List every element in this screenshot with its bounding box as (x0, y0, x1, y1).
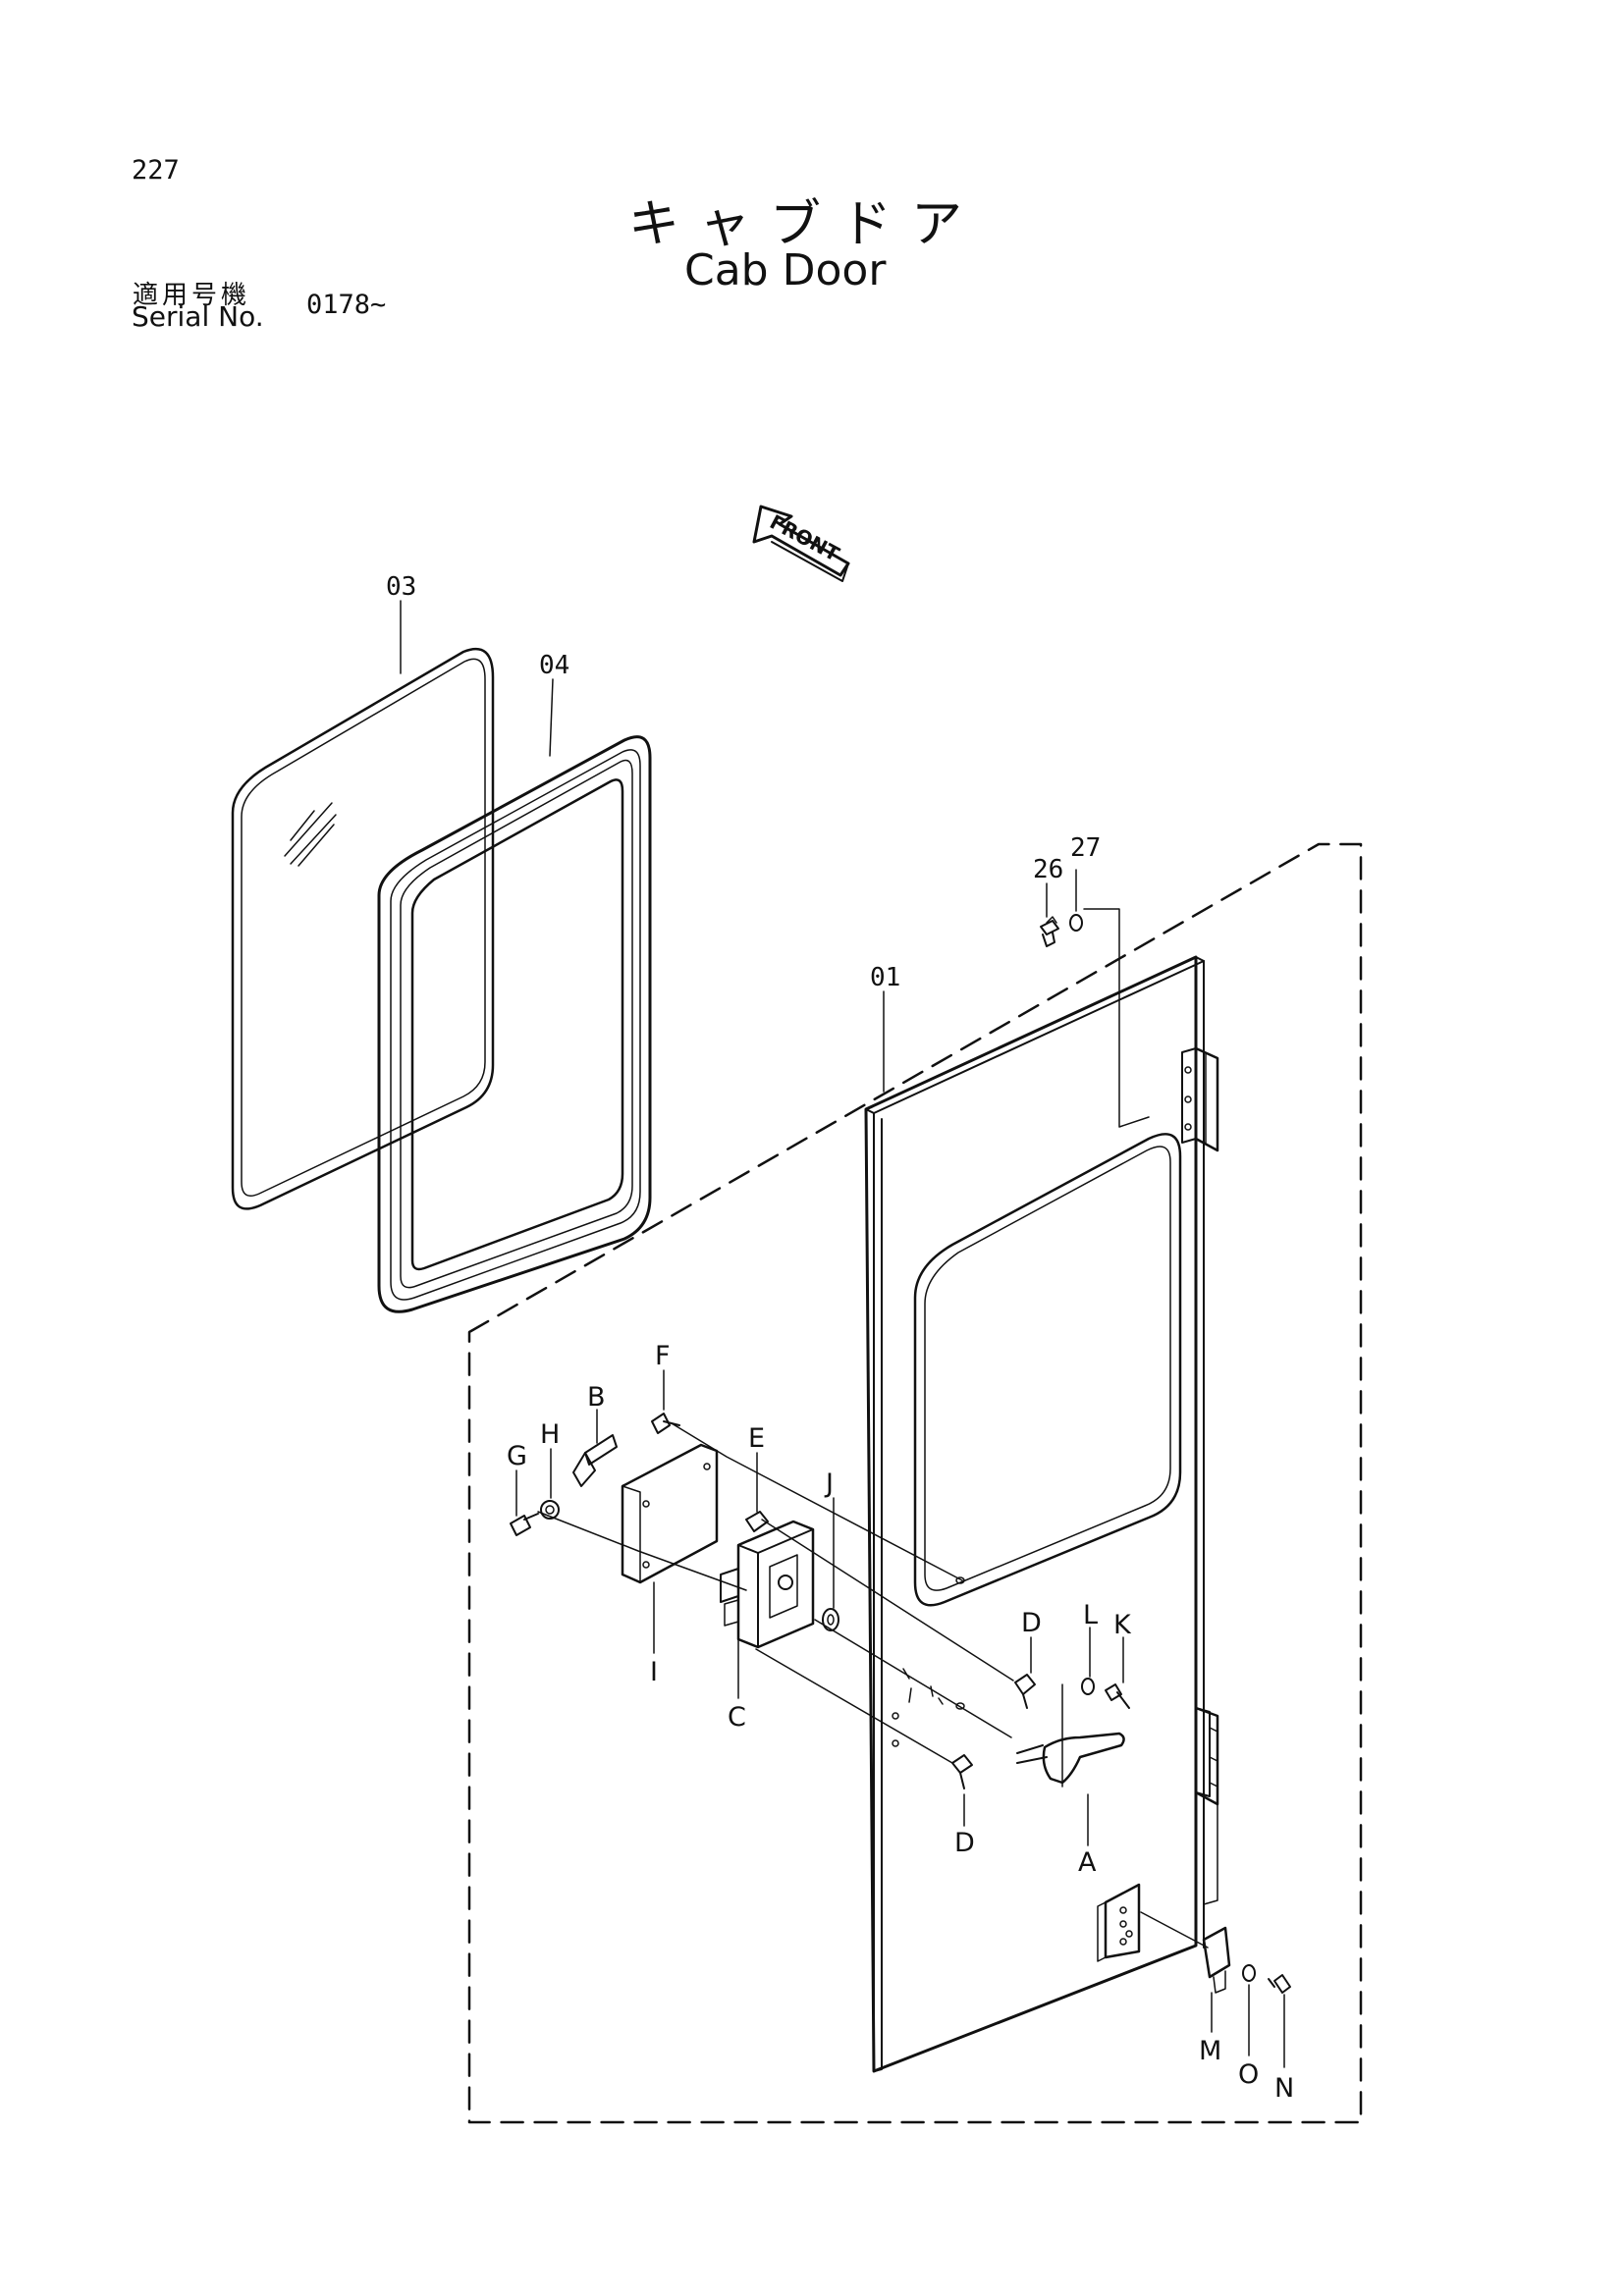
washer-o (1242, 1964, 1256, 1982)
callout-k: K (1113, 1610, 1132, 1640)
front-direction-arrow: FRONT (752, 505, 850, 582)
callout-g: G (507, 1441, 527, 1471)
serial-label-japanese: 適用号機 (133, 281, 251, 310)
callout-d-lower: D (954, 1828, 975, 1858)
leader-lines (400, 600, 1285, 2068)
page-number: 227 (132, 155, 180, 186)
alignment-lines (537, 1422, 1218, 1949)
page-title-japanese: キャブドア (628, 195, 983, 254)
callout-i: I (650, 1657, 658, 1687)
bolt-26 (1040, 916, 1059, 947)
door-assembly-boundary (467, 842, 1363, 2124)
glass-seal-04 (377, 735, 652, 1313)
screw-k (1105, 1683, 1130, 1709)
callout-03: 03 (386, 572, 416, 602)
door-glass-03 (231, 647, 495, 1210)
callout-e: E (748, 1423, 765, 1454)
callout-04: 04 (539, 651, 569, 680)
callout-c: C (728, 1702, 746, 1733)
screw-g (510, 1513, 539, 1536)
callout-f: F (655, 1341, 671, 1371)
door-handle-a (1016, 1732, 1125, 1785)
nut-h (540, 1500, 560, 1520)
page-title-english: Cab Door (684, 245, 887, 295)
callout-h: H (540, 1419, 560, 1450)
callout-d-upper: D (1021, 1608, 1042, 1638)
callout-27: 27 (1070, 833, 1101, 863)
lower-hinge (1194, 1706, 1219, 1806)
striker-m (1202, 1926, 1231, 1994)
nut-e (745, 1511, 769, 1532)
screw-n (1268, 1974, 1291, 1994)
callout-01: 01 (870, 963, 900, 992)
callout-26: 26 (1033, 855, 1063, 884)
callout-n: N (1274, 2073, 1294, 2104)
washer-27 (1069, 914, 1083, 932)
callout-j: J (824, 1468, 834, 1499)
lock-knob-b (572, 1434, 618, 1487)
washer-l (1081, 1678, 1095, 1695)
callout-a: A (1078, 1847, 1097, 1878)
callout-l: L (1083, 1600, 1098, 1630)
bolt-d-upper (1014, 1674, 1036, 1709)
screw-f (651, 1413, 680, 1434)
callout-o: O (1238, 2059, 1259, 2090)
upper-hinge (1181, 1046, 1219, 1152)
serial-range-value: 0178~ (306, 290, 387, 320)
door-panel-01 (864, 955, 1205, 2073)
striker-bracket (1097, 1883, 1141, 1962)
washer-j (822, 1608, 839, 1631)
serial-label-english: Serial No. (132, 300, 264, 333)
callout-b: B (587, 1382, 606, 1413)
bolt-d-lower (951, 1754, 973, 1789)
callout-m: M (1199, 2036, 1221, 2066)
door-lock-c (720, 1520, 815, 1649)
